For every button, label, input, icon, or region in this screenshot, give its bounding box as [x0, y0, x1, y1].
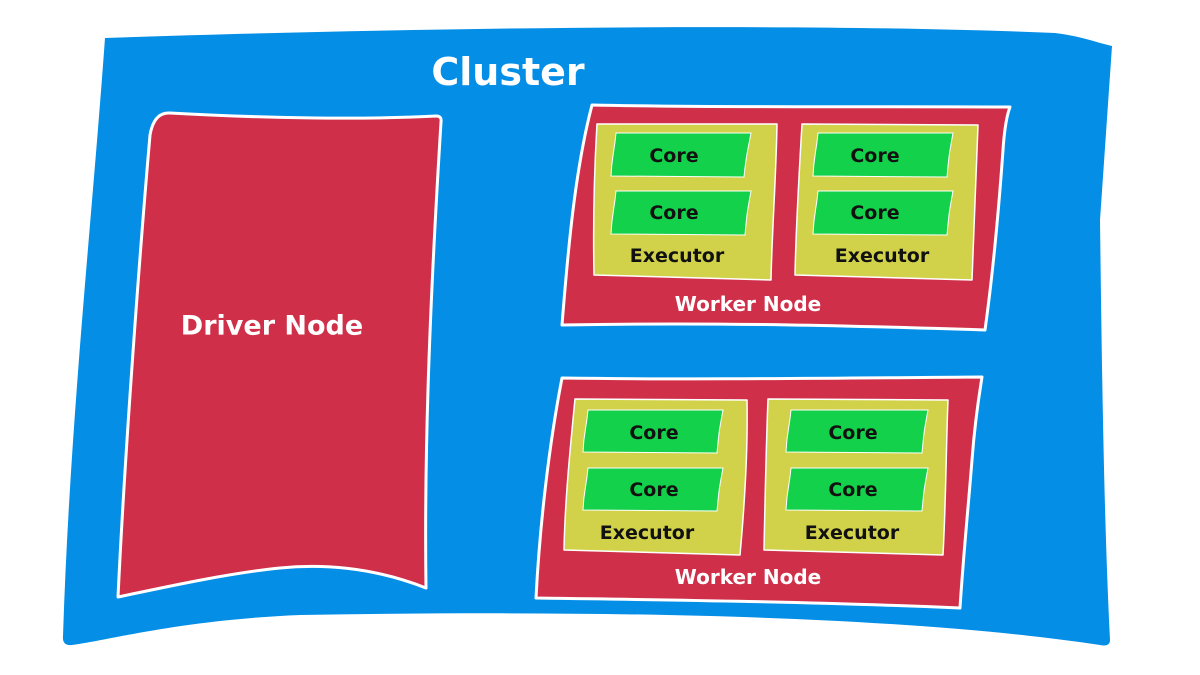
core-1-2-1-label: Core	[850, 145, 900, 167]
executor-1-1-label: Executor	[629, 245, 725, 267]
core-2-1-1-box	[582, 409, 724, 454]
core-1-1-1-label: Core	[649, 145, 699, 167]
core-2-2-2-box	[785, 467, 929, 512]
cores-layer	[582, 132, 954, 512]
worker-node-1-label: Worker Node	[674, 292, 822, 316]
core-1-2-1-box	[812, 132, 954, 178]
core-1-2-2-label: Core	[850, 202, 900, 224]
cluster-label: Cluster	[431, 50, 585, 94]
worker-node-2-label: Worker Node	[674, 565, 822, 589]
core-1-1-2-box	[610, 190, 752, 236]
executor-2-2-label: Executor	[804, 522, 900, 544]
core-1-1-1-box	[610, 132, 752, 178]
core-1-2-2-box	[812, 190, 954, 236]
core-2-1-1-label: Core	[629, 422, 679, 444]
core-2-1-2-box	[582, 467, 724, 512]
core-2-2-1-label: Core	[828, 422, 878, 444]
executor-1-2-label: Executor	[834, 245, 930, 267]
core-2-2-1-box	[785, 409, 929, 454]
executor-2-1-label: Executor	[599, 522, 695, 544]
driver-node-label: Driver Node	[180, 310, 364, 342]
core-2-2-2-label: Core	[828, 479, 878, 501]
core-2-1-2-label: Core	[629, 479, 679, 501]
core-1-1-2-label: Core	[649, 202, 699, 224]
driver-node-box	[116, 111, 443, 599]
